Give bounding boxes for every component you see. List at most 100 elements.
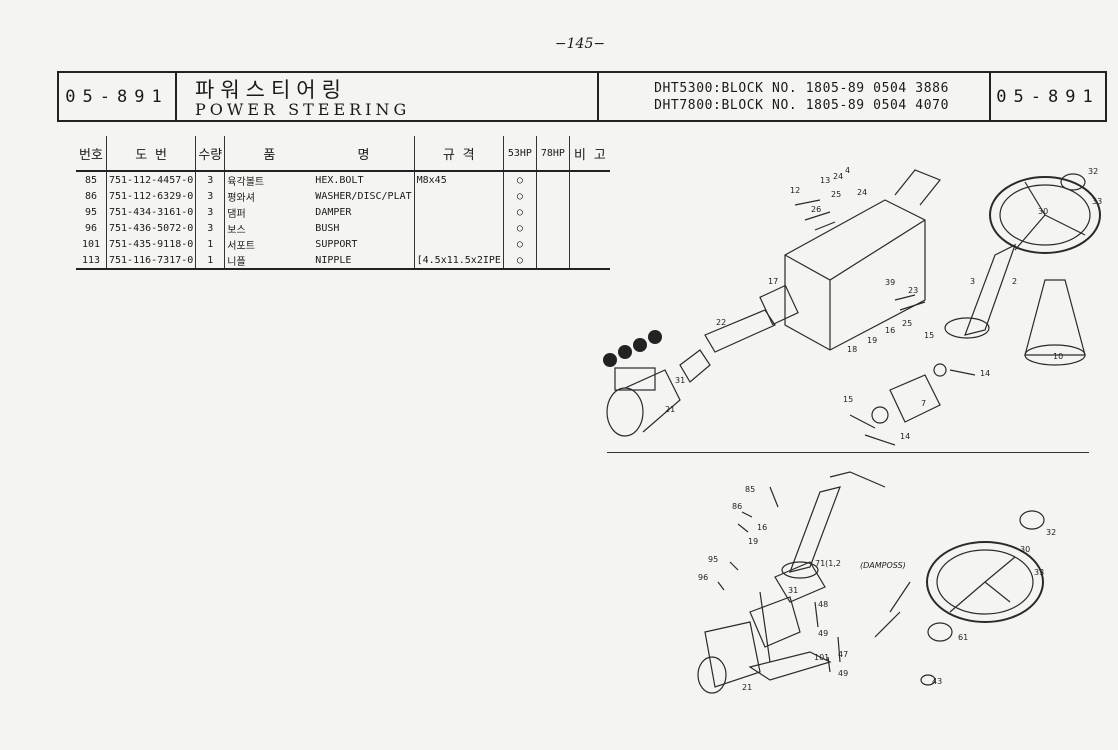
callout-17: 17: [768, 277, 778, 286]
page-number: −145−: [554, 36, 606, 52]
callout-95: 95: [708, 555, 718, 564]
header-name-en: 명: [313, 136, 415, 172]
universal-joint-top: [679, 349, 711, 383]
port-label-p: P: [607, 356, 612, 365]
cell-53hp: ○: [502, 188, 537, 204]
callout-49: 49: [818, 629, 828, 638]
callout-24b: 24: [857, 188, 867, 197]
cell-name-kr: 댐퍼: [224, 204, 314, 220]
cell-53hp: ○: [502, 236, 537, 252]
cell-name-en: WASHER/DISC/PLAT: [315, 190, 412, 202]
callout-4: 4: [845, 166, 850, 175]
callout-14: 14: [980, 369, 990, 378]
callout-39: 39: [885, 278, 895, 287]
cell-remarks: [568, 252, 610, 270]
table-row: 96 751-436-5072-0 3 보스 BUSH ○: [76, 220, 610, 236]
table-row: 95 751-434-3161-0 3 댐퍼 DAMPER ○: [76, 204, 610, 220]
callout-85: 85: [745, 485, 755, 494]
cell-part-no: 751-112-6329-0: [105, 188, 196, 204]
table-row: 101 751-435-9118-0 1 서포트 SUPPORT ○: [76, 236, 610, 252]
cell-qty: 3: [195, 188, 225, 204]
cell-spec: [413, 220, 504, 236]
cell-spec: M8x45: [413, 171, 504, 188]
cell-no: 101: [81, 238, 101, 250]
table-row: 86 751-112-6329-0 3 평와셔 WASHER/DISC/PLAT…: [76, 188, 610, 204]
cell-qty: 1: [195, 252, 225, 270]
port-label-t: T: [636, 341, 642, 350]
block-line-1: DHT5300:BLOCK NO. 1805-89 0504 3886: [654, 81, 949, 96]
cell-remarks: [568, 188, 610, 204]
cell-remarks: [568, 220, 610, 236]
callout-22: 22: [716, 318, 726, 327]
bracket-tab: [894, 169, 941, 206]
cell-name-kr: 니플: [224, 252, 314, 270]
callout-3: 3: [970, 277, 975, 286]
cell-qty: 3: [195, 204, 225, 220]
table-row: 85 751-112-4457-0 3 육각볼트 HEX.BOLT M8x45 …: [76, 171, 610, 188]
hub-nut: [927, 622, 953, 642]
universal-joint-bottom: [889, 374, 941, 423]
table-header-row: 번호 도 번 수량 품 명 규 격 53HP 78HP 비 고: [76, 136, 610, 172]
callout-19: 19: [867, 336, 877, 345]
shaft-tube: [704, 309, 776, 353]
callout-49b: 49: [838, 669, 848, 678]
header-remarks: 비 고: [568, 136, 610, 172]
callout-101: 101: [814, 653, 829, 662]
cell-name-en: SUPPORT: [315, 238, 358, 250]
table-row: 113 751-116-7317-0 1 니플 NIPPLE [4.5x11.5…: [76, 252, 610, 270]
cell-78hp: [535, 204, 570, 220]
cell-remarks: [568, 171, 610, 188]
cell-78hp: [535, 188, 570, 204]
callout-23: 23: [908, 286, 918, 295]
cell-53hp: ○: [502, 171, 537, 188]
cell-78hp: [535, 252, 570, 270]
header-53hp: 53HP: [502, 136, 537, 172]
port-block: [614, 367, 656, 391]
cell-name-kr: 보스: [224, 220, 314, 236]
callout-33: 33: [1034, 568, 1044, 577]
horn-cap: [1060, 173, 1086, 191]
steering-unit: [704, 621, 761, 688]
group-code-left: 05-891: [59, 73, 177, 120]
callout-14b: 14: [900, 432, 910, 441]
callout-86: 86: [732, 502, 742, 511]
title-block: 05-891 파워스티어링 POWER STEERING DHT5300:BLO…: [57, 71, 1107, 122]
cell-part-no: 751-435-9118-0: [105, 236, 196, 252]
callout-43: 43: [932, 677, 942, 686]
cell-spec: [4.5x11.5x2IPE: [413, 252, 504, 270]
callout-30: 30: [1038, 207, 1048, 216]
cell-qty: 3: [195, 171, 225, 188]
steering-unit-body: [624, 369, 681, 433]
cell-name-en: NIPPLE: [313, 252, 415, 270]
cell-name-kr: 평와셔: [224, 188, 314, 204]
steering-column-exploded-diagram-bottom: 85 86 16 19 95 96 31 71(1,2 48 49 101 47…: [697, 471, 1056, 694]
callout-31: 31: [675, 376, 685, 385]
callout-25b: 25: [902, 319, 912, 328]
cell-name-en: BUSH: [315, 222, 340, 234]
callout-48: 48: [818, 600, 828, 609]
mounting-bracket: [784, 199, 926, 351]
callout-15b: 15: [843, 395, 853, 404]
header-no: 번호: [76, 136, 107, 172]
title-cell: 파워스티어링 POWER STEERING: [177, 73, 599, 120]
callout-32: 32: [1088, 167, 1098, 176]
callout-61: 61: [958, 633, 968, 642]
callout-2: 2: [1012, 277, 1017, 286]
section-divider: [607, 452, 1089, 453]
callout-16: 16: [885, 326, 895, 335]
block-numbers: DHT5300:BLOCK NO. 1805-89 0504 3886 DHT7…: [599, 73, 991, 120]
support-plate: [748, 651, 832, 681]
cell-part-no: 751-112-4457-0: [105, 171, 196, 188]
cell-part-no: 751-434-3161-0: [105, 204, 196, 220]
cell-53hp: ○: [502, 204, 537, 220]
callout-31: 31: [788, 586, 798, 595]
cell-spec: [413, 204, 504, 220]
group-code-right: 05-891: [996, 86, 1100, 107]
diagram-note: (DAMPOSS): [860, 561, 906, 570]
block-line-2: DHT7800:BLOCK NO. 1805-89 0504 4070: [654, 98, 949, 113]
port-labels: P R T L: [603, 330, 662, 367]
callout-33: 33: [1092, 197, 1102, 206]
callout-71: 71(1,2: [815, 559, 841, 568]
cell-qty: 3: [195, 220, 225, 236]
callout-96: 96: [698, 573, 708, 582]
